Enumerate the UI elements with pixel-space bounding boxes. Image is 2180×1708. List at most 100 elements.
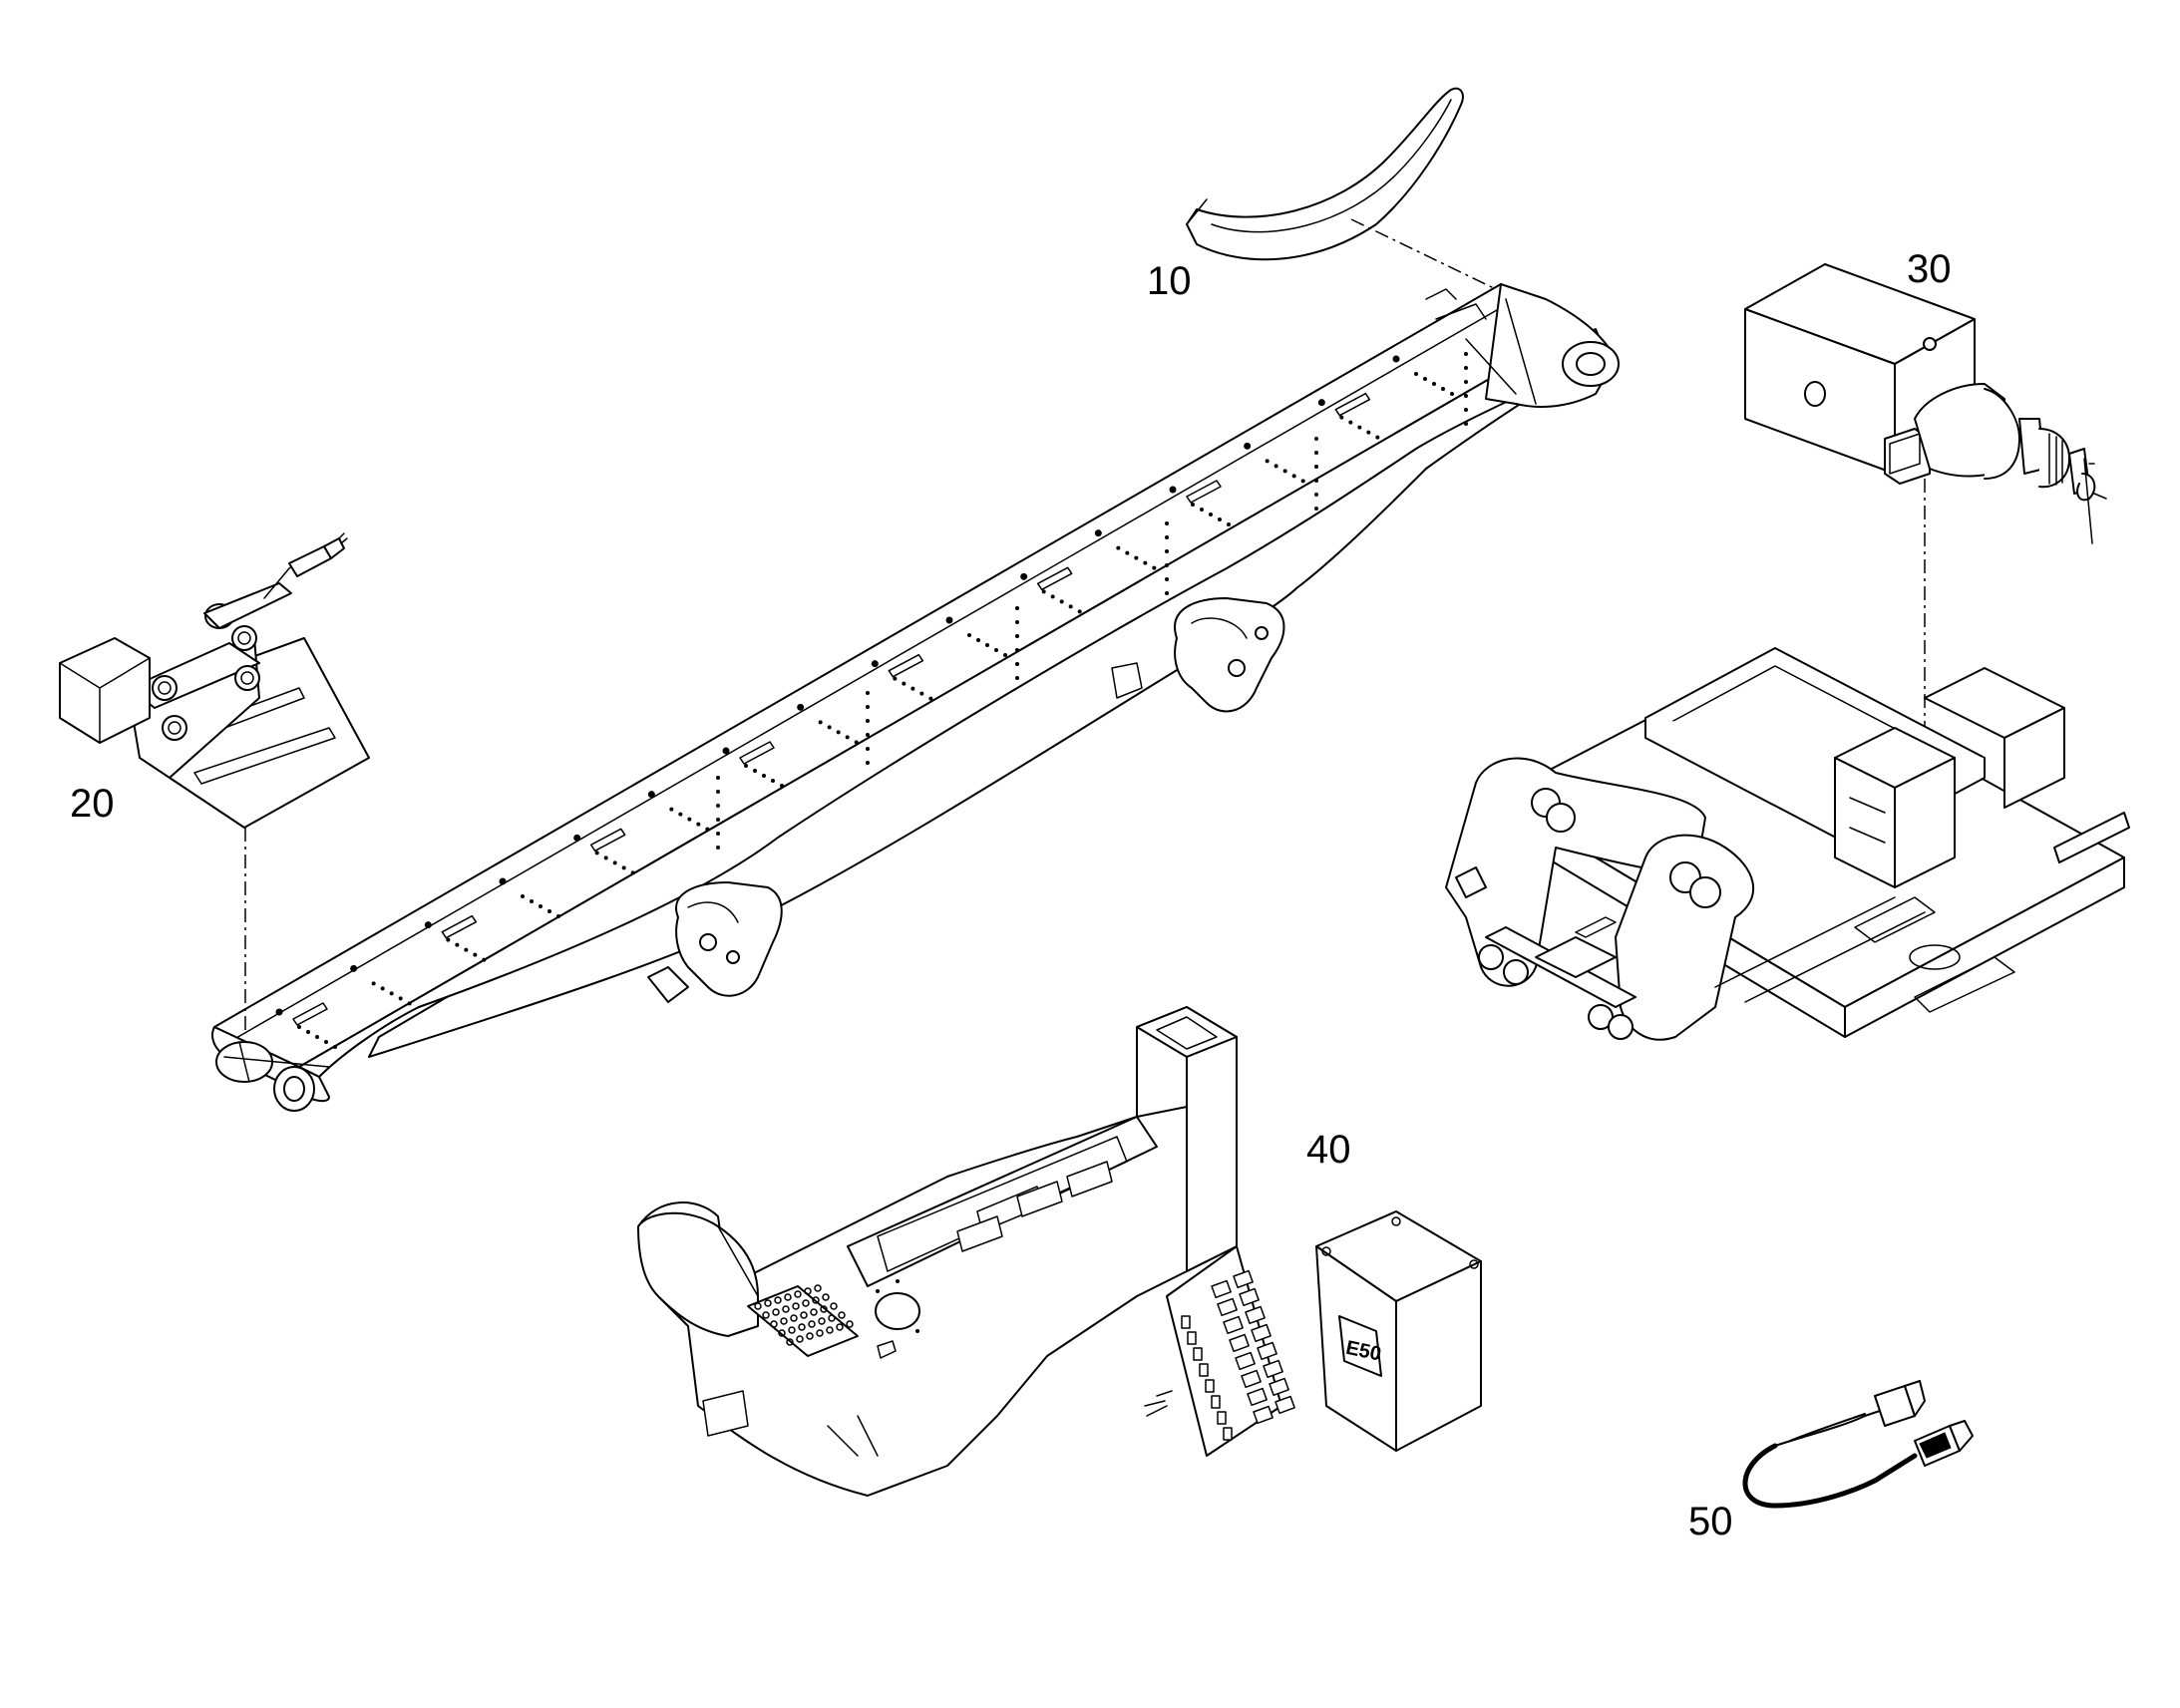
grid-hole xyxy=(780,1317,788,1325)
boom-tab xyxy=(1186,480,1222,504)
rivet xyxy=(716,818,720,822)
rivet xyxy=(753,769,757,773)
boom-bolt xyxy=(797,703,805,711)
rivet xyxy=(1143,560,1148,565)
boom-bolt xyxy=(499,877,507,885)
boom-bolt xyxy=(275,1008,283,1016)
rivet xyxy=(1165,521,1169,525)
rivet xyxy=(845,735,850,740)
rivet xyxy=(1125,550,1130,555)
grid-hole xyxy=(786,1338,794,1346)
boom-tab xyxy=(1036,566,1073,591)
fuse xyxy=(1193,1347,1203,1361)
rivet xyxy=(603,855,608,860)
boom-tab xyxy=(441,914,478,939)
rivet xyxy=(919,691,924,696)
grid-hole xyxy=(808,1320,816,1328)
boom-tab xyxy=(589,828,626,853)
rivet xyxy=(621,865,626,870)
rivet xyxy=(1423,377,1427,381)
undercarriage-frame xyxy=(1445,647,2130,1041)
rivet xyxy=(1464,352,1468,356)
rivet xyxy=(893,676,898,681)
operator-console xyxy=(637,1006,1238,1497)
boom-bolt xyxy=(722,747,730,755)
rivet xyxy=(1165,549,1169,553)
relay xyxy=(1229,1333,1250,1353)
fuse xyxy=(1199,1363,1209,1377)
rivet xyxy=(1314,493,1318,497)
grid-hole xyxy=(828,1314,836,1322)
rivet xyxy=(716,846,720,850)
rivet xyxy=(1314,479,1318,483)
boom-bolt xyxy=(1392,355,1400,363)
rivet xyxy=(716,832,720,836)
grid-hole xyxy=(826,1326,834,1334)
rivet xyxy=(928,696,933,701)
rivet xyxy=(315,1035,319,1039)
grid-hole xyxy=(778,1329,786,1337)
rivet xyxy=(1003,653,1007,657)
rivet xyxy=(1059,599,1064,604)
rivet xyxy=(556,914,560,918)
rivet xyxy=(1375,435,1380,440)
fuse xyxy=(1211,1395,1221,1409)
grid-hole xyxy=(790,1314,798,1322)
rivet xyxy=(333,1045,337,1049)
grid-hole xyxy=(838,1311,846,1319)
part-50-cable xyxy=(1742,1380,1974,1509)
relay-board xyxy=(1144,1245,1295,1457)
grid-hole xyxy=(788,1326,796,1334)
rivet xyxy=(866,747,870,751)
fuse xyxy=(1217,1411,1227,1425)
relay xyxy=(1263,1359,1283,1379)
rivet xyxy=(1218,517,1222,521)
rivet xyxy=(547,909,551,913)
relay xyxy=(1257,1341,1277,1361)
callout-30: 30 xyxy=(1907,247,1952,291)
rivet xyxy=(1015,634,1019,638)
rivet xyxy=(1050,594,1055,599)
grid-hole xyxy=(796,1335,804,1343)
rivet xyxy=(744,764,748,768)
boom-bolt xyxy=(1020,572,1028,580)
relay xyxy=(1247,1387,1268,1407)
rivet xyxy=(1068,604,1073,609)
rivet xyxy=(1414,372,1418,376)
boom-bolt xyxy=(1094,529,1102,537)
rivet xyxy=(866,705,870,709)
rivet xyxy=(464,947,469,952)
callout-50: 50 xyxy=(1688,1500,1733,1543)
rivet xyxy=(976,638,980,642)
rivet xyxy=(836,730,841,735)
grid-hole xyxy=(822,1293,830,1301)
rivet xyxy=(1134,555,1139,560)
rivet xyxy=(630,870,635,875)
rivet xyxy=(866,691,870,695)
grid-hole xyxy=(846,1320,854,1328)
rivet xyxy=(1165,577,1169,581)
boom-arm xyxy=(211,283,1620,1112)
relay xyxy=(1223,1315,1244,1335)
rivet xyxy=(994,648,998,652)
fuse xyxy=(1223,1427,1233,1441)
rivet xyxy=(612,860,617,865)
grid-hole xyxy=(754,1302,762,1310)
callout-40: 40 xyxy=(1306,1128,1351,1172)
rivet xyxy=(1273,464,1278,469)
rivet xyxy=(594,851,599,855)
rivet xyxy=(1314,437,1318,441)
grid-hole xyxy=(792,1302,800,1310)
rivet xyxy=(866,761,870,765)
rivet xyxy=(407,1001,412,1006)
rivet xyxy=(1200,508,1204,512)
boom-tab xyxy=(1334,392,1371,417)
rivet xyxy=(1209,512,1213,516)
rivet xyxy=(1314,507,1318,511)
rivet xyxy=(1464,408,1468,412)
callout-10: 10 xyxy=(1147,259,1192,303)
rivet xyxy=(818,720,823,725)
leader-10 xyxy=(1350,218,1497,290)
rivet xyxy=(678,812,683,817)
boom-bolt xyxy=(945,616,953,624)
